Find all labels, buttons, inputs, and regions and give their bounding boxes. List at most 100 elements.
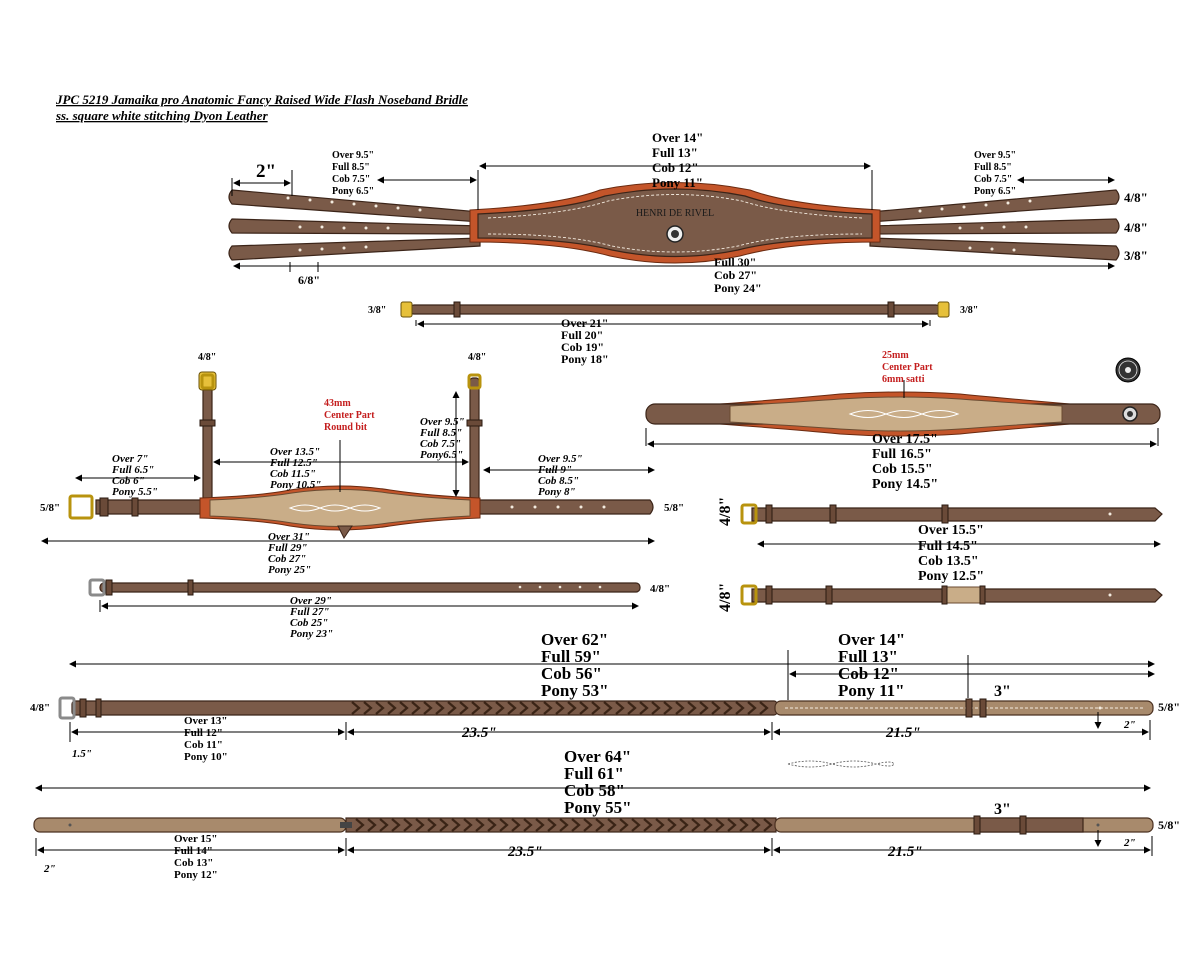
headpiece-center-pony: Pony 11" bbox=[652, 175, 703, 190]
noseband-total-full: Full 29" bbox=[267, 542, 307, 554]
flash-strap: 4/8" Over 29" Full 27" Cob 25" Pony 23" bbox=[88, 578, 670, 640]
rein-1-total-full: Full 59" bbox=[541, 647, 601, 666]
rein-1-total-cob: Cob 56" bbox=[541, 664, 602, 683]
rein-1-total-over: Over 62" bbox=[541, 630, 608, 649]
browband-note-1: 25mm bbox=[882, 350, 909, 361]
browband-pony: Pony 14.5" bbox=[872, 477, 938, 492]
rein-1-total-pony: Pony 53" bbox=[541, 681, 609, 700]
flash-strap-over: Over 29" bbox=[290, 595, 332, 607]
browband-cob: Cob 15.5" bbox=[872, 462, 933, 477]
cheekpiece-over: Over 15.5" bbox=[918, 523, 984, 538]
rein-1-loop: 3" bbox=[994, 683, 1011, 700]
browband-note-2: Center Part bbox=[882, 362, 933, 373]
rein-2-plain: 21.5" bbox=[887, 844, 923, 860]
noseband-center-cob: Cob 11.5" bbox=[270, 468, 316, 480]
headpiece-left-end-pony: Pony 6.5" bbox=[332, 186, 374, 197]
rein-2-buckle-end-pony: Pony 12" bbox=[174, 869, 218, 881]
title-line-1: JPC 5219 Jamaika pro Anatomic Fancy Rais… bbox=[55, 92, 468, 107]
rein-1-width-right: 5/8" bbox=[1158, 700, 1180, 714]
rein-2-short-left: 2" bbox=[43, 863, 56, 875]
rein-1-buckle-end-cob: Cob 11" bbox=[184, 739, 223, 751]
rein-1-braid bbox=[351, 701, 769, 715]
browband-note-3: 6mm satti bbox=[882, 374, 925, 385]
noseband-right-end-pony: Pony 8" bbox=[538, 486, 576, 498]
noseband-width-left: 5/8" bbox=[40, 502, 60, 514]
browband-strap-width-left: 3/8" bbox=[368, 305, 386, 316]
rein-1-short-left: 1.5" bbox=[72, 748, 92, 760]
cheekpiece: 4/8" Over 15.5" Full 14.5" Cob 13.5" Pon… bbox=[717, 497, 1163, 584]
headpiece-total-pony: Pony 24" bbox=[714, 281, 762, 295]
noseband-note-1: 43mm bbox=[324, 398, 351, 409]
browband-strap-full: Full 20" bbox=[561, 328, 603, 342]
headpiece-width-2: 4/8" bbox=[1124, 220, 1148, 235]
browband-strap-over: Over 21" bbox=[561, 316, 608, 330]
browband-strap-cob: Cob 19" bbox=[561, 340, 604, 354]
cheekpiece-2: 4/8" bbox=[717, 583, 1163, 612]
rein-1-plain: 21.5" bbox=[885, 725, 921, 741]
rein-2-buckle-end-cob: Cob 13" bbox=[174, 857, 213, 869]
noseband-left-end-pony: Pony 5.5" bbox=[112, 486, 158, 498]
cheekpiece-2-width: 4/8" bbox=[717, 583, 734, 612]
noseband-cheek-drop-cob: Cob 7.5" bbox=[420, 438, 461, 450]
browband-strap-pony: Pony 18" bbox=[561, 352, 609, 366]
headpiece: HENRI DE RIVEL 2" Over 9.5" Full 8.5" Co… bbox=[228, 130, 1148, 295]
headpiece-hole-spacing: 6/8" bbox=[298, 273, 320, 287]
noseband-right-end-over: Over 9.5" bbox=[538, 453, 583, 465]
rein-2-total-full: Full 61" bbox=[564, 764, 624, 783]
browband-strap: 3/8" 3/8" Over 21" Full 20" Cob 19" Pony… bbox=[368, 301, 978, 366]
noseband-cheek-right-width: 4/8" bbox=[468, 352, 486, 363]
rein-1-hand-over: Over 14" bbox=[838, 630, 905, 649]
rein-2-end: 2" bbox=[1123, 837, 1136, 849]
headpiece-width-1: 4/8" bbox=[1124, 190, 1148, 205]
headpiece-right-end-cob: Cob 7.5" bbox=[974, 174, 1012, 185]
browband: 25mm Center Part 6mm satti Over 17.5" Fu… bbox=[645, 350, 1161, 492]
browband-strap-width-right: 3/8" bbox=[960, 305, 978, 316]
headpiece-right-end-pony: Pony 6.5" bbox=[974, 186, 1016, 197]
noseband-left-end-full: Full 6.5" bbox=[111, 464, 154, 476]
rein-1-hand-full: Full 13" bbox=[838, 647, 898, 666]
flash-strap-full: Full 27" bbox=[289, 606, 329, 618]
rein-2: Over 64" Full 61" Cob 58" Pony 55" 3" 5/… bbox=[33, 747, 1180, 881]
rein-2-loop: 3" bbox=[994, 801, 1011, 818]
noseband-cheek-left-width: 4/8" bbox=[198, 352, 216, 363]
rein-1-hand-pony: Pony 11" bbox=[838, 681, 905, 700]
noseband-cheek-drop-pony: Pony6.5" bbox=[420, 449, 463, 461]
headpiece-total-full: Full 30" bbox=[714, 255, 756, 269]
noseband-note-3: Round bit bbox=[324, 422, 368, 433]
headpiece-right-end-full: Full 8.5" bbox=[974, 162, 1012, 173]
noseband-total-pony: Pony 25" bbox=[268, 564, 311, 576]
rein-2-total-over: Over 64" bbox=[564, 747, 631, 766]
rein-1-braided: 23.5" bbox=[461, 725, 497, 741]
noseband-center-over: Over 13.5" bbox=[270, 446, 320, 458]
rein-2-braid bbox=[355, 818, 773, 832]
headpiece-end-length: 2" bbox=[256, 161, 276, 182]
headpiece-left-end-full: Full 8.5" bbox=[332, 162, 370, 173]
noseband: 4/8" 4/8" 43mm Center Part Round bit Ove… bbox=[40, 352, 684, 576]
browband-over: Over 17.5" bbox=[872, 432, 938, 447]
rein-2-braided: 23.5" bbox=[507, 844, 543, 860]
noseband-cheek-drop-full: Full 8.5" bbox=[419, 427, 462, 439]
rein-2-total-pony: Pony 55" bbox=[564, 798, 632, 817]
noseband-center-pony: Pony 10.5" bbox=[270, 479, 321, 491]
rein-1-width-left: 4/8" bbox=[30, 702, 50, 714]
rein-1: Over 62" Full 59" Cob 56" Pony 53" Over … bbox=[30, 630, 1180, 763]
rein-1-buckle-end-over: Over 13" bbox=[184, 715, 227, 727]
noseband-center-full: Full 12.5" bbox=[269, 457, 318, 469]
brand-text: HENRI DE RIVEL bbox=[636, 208, 714, 219]
cheekpiece-full: Full 14.5" bbox=[918, 539, 978, 554]
noseband-total-cob: Cob 27" bbox=[268, 553, 306, 565]
headpiece-left-end-over: Over 9.5" bbox=[332, 150, 374, 161]
noseband-right-end-full: Full 9" bbox=[537, 464, 572, 476]
headpiece-center-over: Over 14" bbox=[652, 130, 703, 145]
rein-2-total-cob: Cob 58" bbox=[564, 781, 625, 800]
rein-1-buckle-end-full: Full 12" bbox=[184, 727, 223, 739]
headpiece-width-3: 3/8" bbox=[1124, 248, 1148, 263]
flash-strap-pony: Pony 23" bbox=[290, 628, 333, 640]
rein-2-width-right: 5/8" bbox=[1158, 818, 1180, 832]
rein-1-end: 2" bbox=[1123, 719, 1136, 731]
noseband-left-end-over: Over 7" bbox=[112, 453, 148, 465]
cheekpiece-width: 4/8" bbox=[717, 497, 734, 526]
noseband-right-end-cob: Cob 8.5" bbox=[538, 475, 579, 487]
noseband-total-over: Over 31" bbox=[268, 531, 310, 543]
rein-1-hand-cob: Cob 12" bbox=[838, 664, 899, 683]
